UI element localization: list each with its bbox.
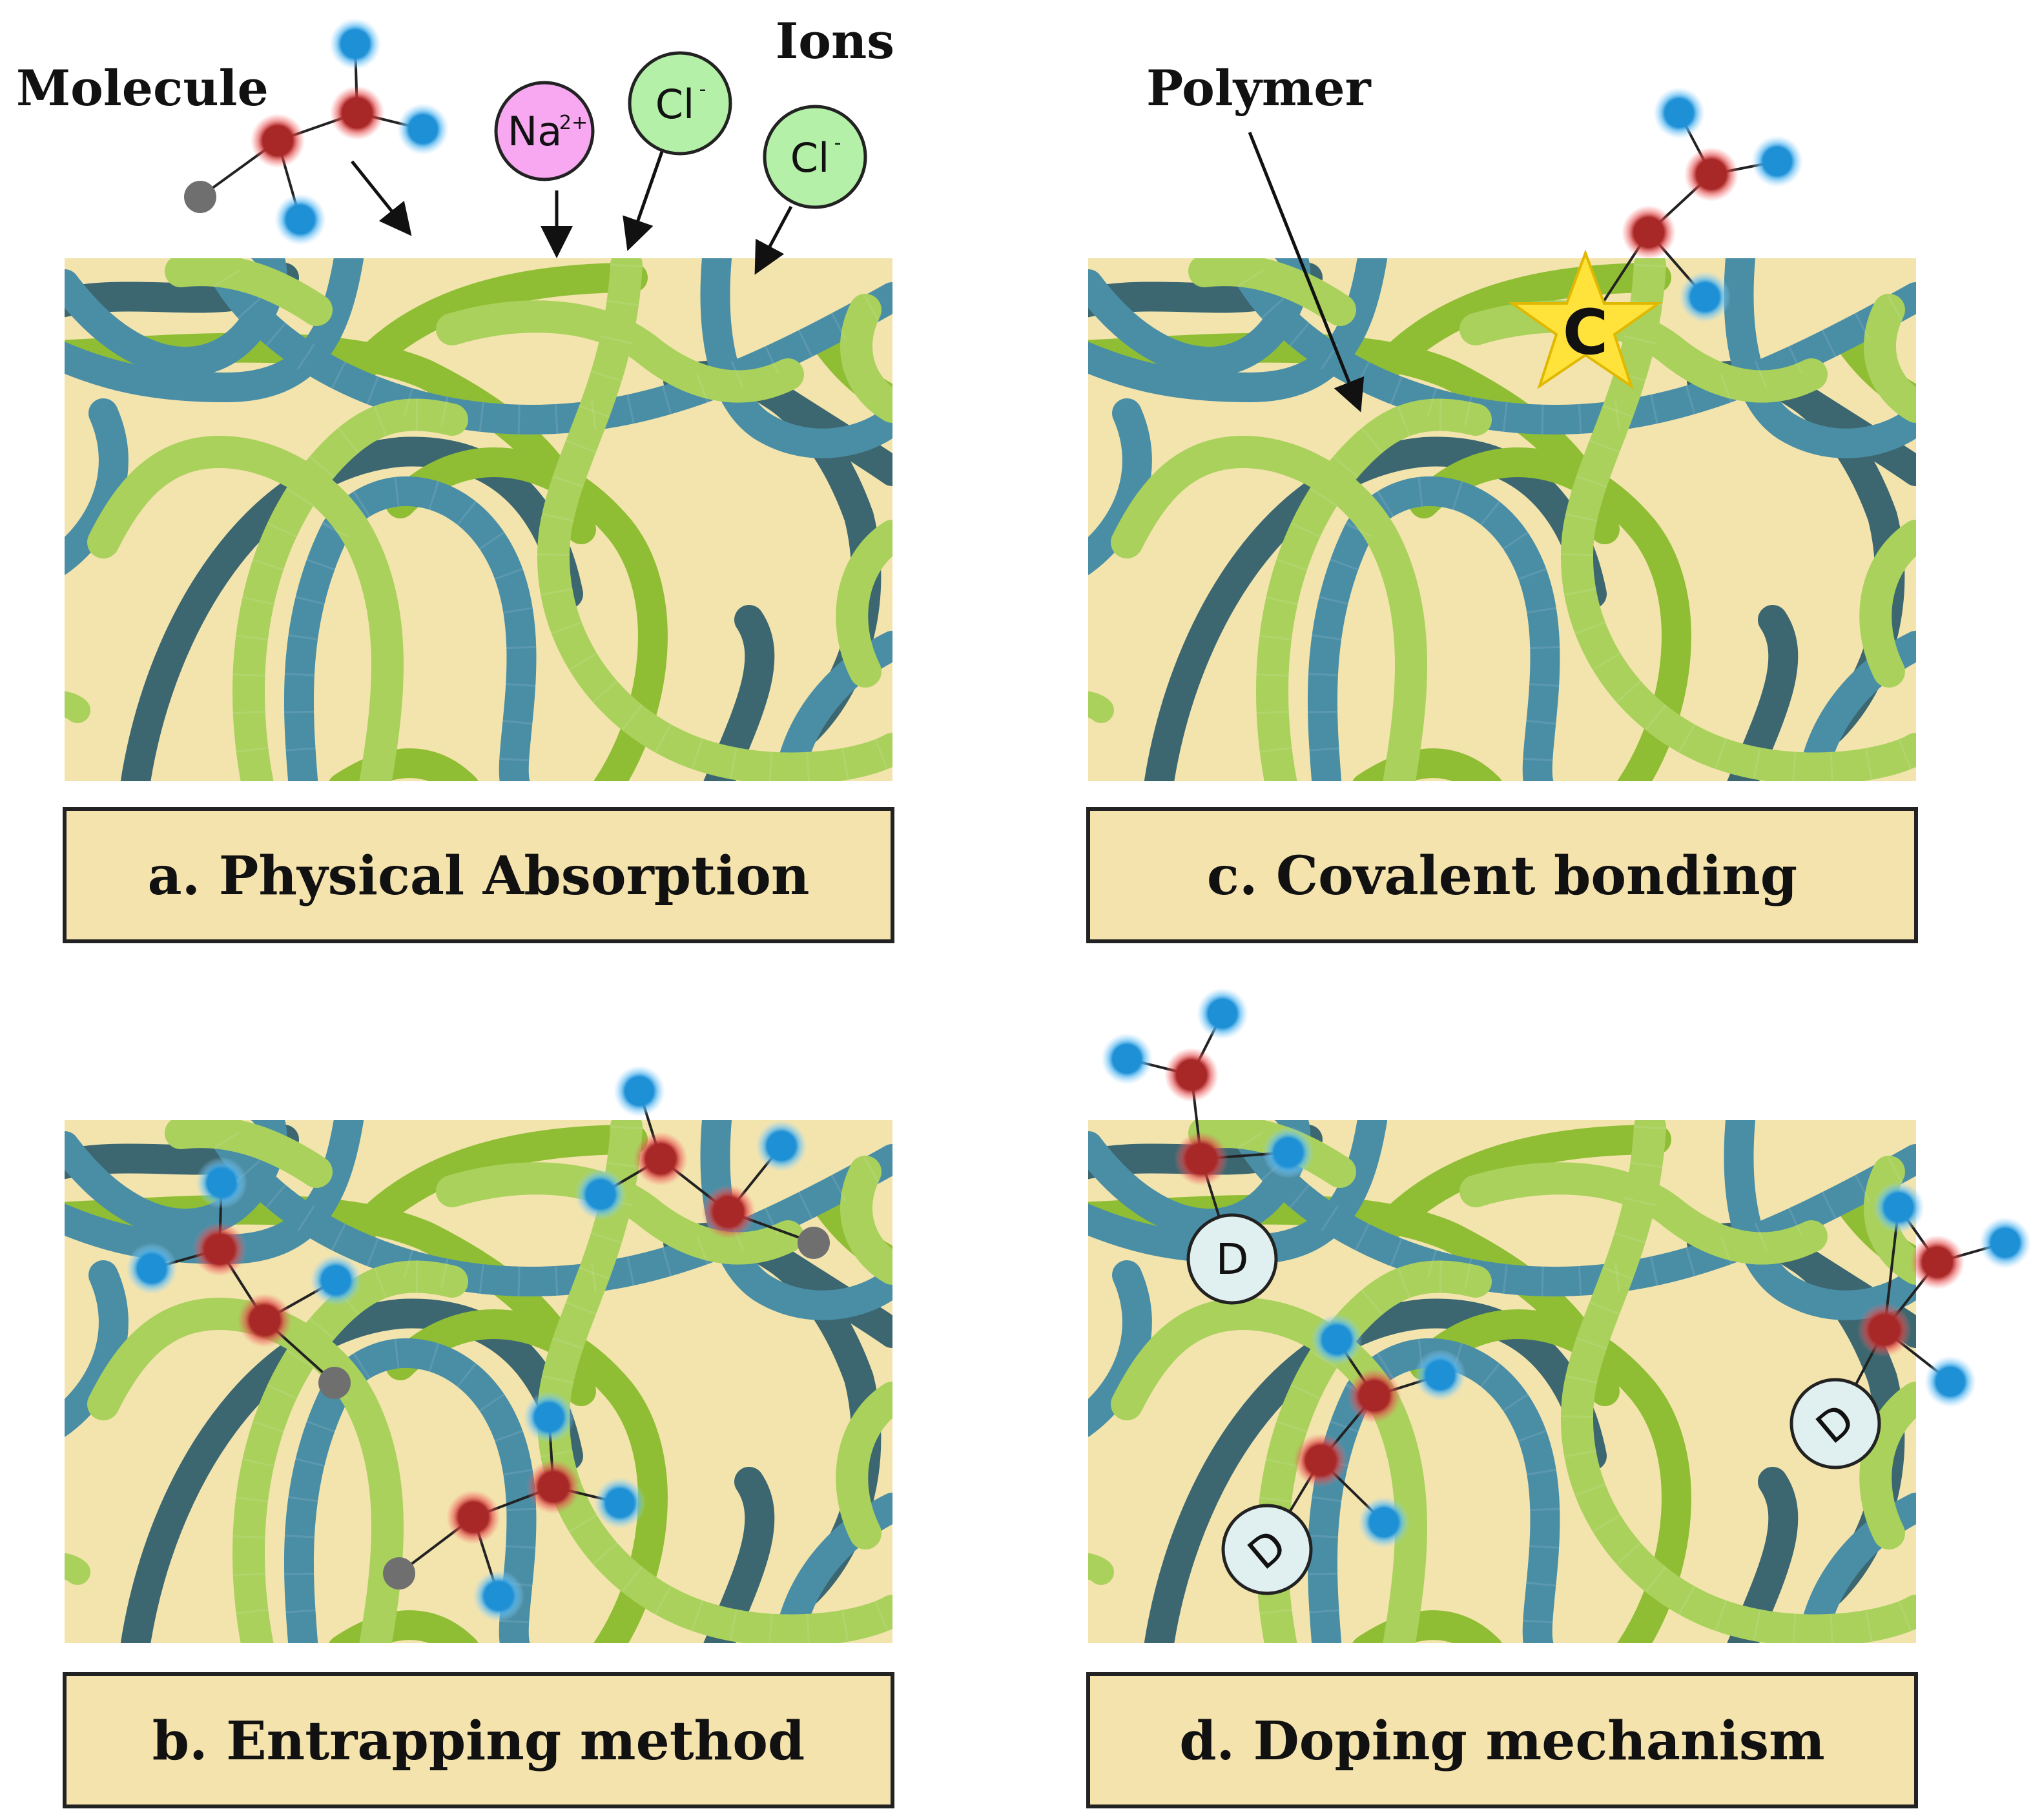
polymer-network-a (58, 245, 892, 788)
covalent-molecule (1584, 87, 1803, 331)
atom-blue (274, 194, 326, 245)
panel-d: d. Doping mechanism (1082, 1107, 1918, 1808)
panel-b: b. Entrapping method (58, 1107, 894, 1808)
dopant-marker-2: D (1221, 1504, 1313, 1595)
doped-molecule-2: D (1221, 1314, 1466, 1595)
atom-red (251, 114, 305, 168)
panel-c-caption-box (1086, 807, 1918, 943)
ion-cl-1: Cl - (628, 51, 732, 156)
molecule-free (184, 18, 449, 245)
svg-text:Cl: Cl (790, 134, 830, 181)
arrow-cl-1 (623, 151, 664, 251)
panel-c-caption: c. Covalent bonding (1207, 845, 1797, 907)
arrow-cl-2 (754, 205, 793, 275)
panel-a: a. Physical Absorption (58, 245, 894, 943)
svg-text:Cl: Cl (655, 81, 695, 128)
svg-text:D: D (1216, 1234, 1249, 1284)
panel-a-caption-box (63, 807, 894, 943)
polymer-label: Polymer (1146, 59, 1372, 117)
dopant-marker-1: D (1186, 1213, 1278, 1305)
entrapped-molecule-2 (575, 1065, 830, 1259)
svg-text:Na: Na (508, 108, 562, 155)
panel-d-caption: d. Doping mechanism (1179, 1710, 1825, 1772)
panel-b-caption: b. Entrapping method (152, 1710, 805, 1772)
svg-text:C: C (1563, 296, 1608, 369)
atom-blue (329, 18, 381, 70)
ions-label: Ions (776, 12, 894, 70)
panel-c: c. Covalent bonding (1082, 245, 1918, 943)
svg-text:-: - (699, 78, 706, 101)
dopant-marker-3: D (1789, 1378, 1881, 1469)
panel-a-caption: a. Physical Absorption (148, 845, 810, 907)
entrapped-molecule-1 (126, 1157, 362, 1399)
polymer-network-c (1082, 245, 1916, 788)
svg-text:2+: 2+ (559, 112, 588, 134)
panel-d-caption-box (1086, 1672, 1918, 1808)
polymer-network-b (58, 1107, 892, 1650)
svg-text:-: - (834, 132, 841, 154)
doped-molecule-3: D (1789, 1181, 2031, 1469)
ion-na: Na 2+ (494, 81, 595, 181)
arrow-polymer (1248, 132, 1365, 413)
atom-red (330, 86, 384, 140)
covalent-star: C (1508, 249, 1663, 389)
atom-grey (184, 181, 216, 213)
panel-b-caption-box (63, 1672, 894, 1808)
atom-blue (397, 103, 449, 155)
ion-cl-2: Cl - (763, 105, 867, 209)
entrapped-molecule-3 (383, 1391, 646, 1622)
arrow-molecule (351, 160, 412, 236)
doped-molecule-1: D (1101, 988, 1314, 1305)
polymer-network-d (1082, 1107, 1916, 1650)
molecule-label: Molecule (16, 59, 269, 117)
